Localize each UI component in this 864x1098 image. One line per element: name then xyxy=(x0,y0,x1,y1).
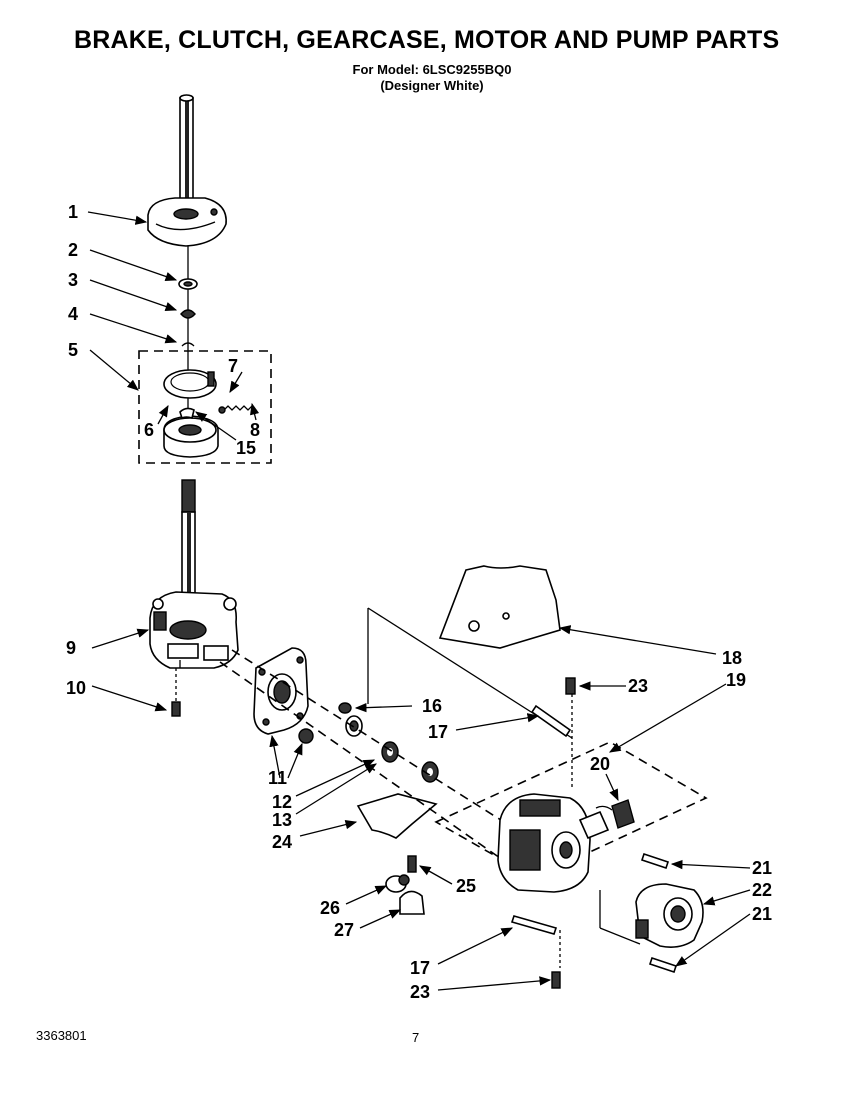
part-27-clamp xyxy=(399,890,425,915)
part-21-clip-upper xyxy=(640,852,670,870)
callout-9: 9 xyxy=(66,638,76,658)
part-1-brake-cam xyxy=(147,197,227,247)
part-23-bolt-upper xyxy=(565,677,576,695)
page-title: BRAKE, CLUTCH, GEARCASE, MOTOR AND PUMP … xyxy=(74,26,780,54)
part-5-brake-assembly-box xyxy=(138,350,272,464)
callout-11: 11 xyxy=(268,768,287,788)
part-20-capacitor xyxy=(595,799,635,829)
part-22-pump-motor xyxy=(635,883,704,948)
callout-22: 22 xyxy=(752,880,772,900)
callout-26: 26 xyxy=(320,898,340,918)
callout-8: 8 xyxy=(250,420,260,440)
part-21-clip-lower xyxy=(648,956,678,974)
part-17-strap-lower xyxy=(510,915,558,935)
callout-21-upper: 21 xyxy=(752,858,772,878)
callout-17-upper: 17 xyxy=(428,722,448,742)
doc-number: 3363801 xyxy=(36,1028,87,1043)
callout-labels: 1 2 3 4 5 6 7 8 15 9 10 11 12 13 24 16 1… xyxy=(66,202,772,1002)
part-11-seal xyxy=(298,728,314,744)
callout-1: 1 xyxy=(68,202,78,222)
model-line: For Model: 6LSC9255BQ0 xyxy=(352,62,512,77)
part-26-grommet xyxy=(385,874,410,893)
upper-shaft xyxy=(179,94,194,214)
part-18-motor-shield xyxy=(438,565,561,649)
callout-20: 20 xyxy=(590,754,610,774)
callout-4: 4 xyxy=(68,304,78,324)
part-6-pad xyxy=(179,407,195,420)
callout-19: 19 xyxy=(726,670,746,690)
callout-12: 12 xyxy=(272,792,292,812)
part-12-impeller xyxy=(345,715,363,737)
part-16-clip xyxy=(338,702,352,714)
part-9-gearcase xyxy=(149,591,239,669)
callout-25: 25 xyxy=(456,876,476,896)
part-5-brake-band xyxy=(163,369,217,399)
callout-27: 27 xyxy=(334,920,354,940)
part-10-screw xyxy=(171,668,181,717)
callout-3: 3 xyxy=(68,270,78,290)
part-23-bolt-lower xyxy=(551,971,561,989)
part-2-washer xyxy=(178,278,198,290)
callout-16: 16 xyxy=(422,696,442,716)
callout-23-upper: 23 xyxy=(628,676,648,696)
part-13-coupler xyxy=(381,741,399,763)
part-24-pad xyxy=(356,793,438,839)
part-15-brake-rotor xyxy=(163,415,219,458)
callout-2: 2 xyxy=(68,240,78,260)
callout-24: 24 xyxy=(272,832,292,852)
callout-23-lower: 23 xyxy=(410,982,430,1002)
callout-17-lower: 17 xyxy=(410,958,430,978)
callout-5: 5 xyxy=(68,340,78,360)
page-number: 7 xyxy=(412,1030,420,1045)
motor xyxy=(497,793,610,893)
callout-21-lower: 21 xyxy=(752,904,772,924)
part-11-pump-housing xyxy=(253,647,309,735)
part-25-screw xyxy=(407,855,417,873)
leader-arrows xyxy=(87,211,751,991)
callout-18: 18 xyxy=(722,648,742,668)
callout-15: 15 xyxy=(236,438,256,458)
color-line: (Designer White) xyxy=(380,78,484,93)
callout-10: 10 xyxy=(66,678,86,698)
callout-7: 7 xyxy=(228,356,238,376)
part-7-8-spring xyxy=(218,405,257,414)
part-17-strap-upper xyxy=(530,704,572,738)
part-3-ring xyxy=(180,309,196,319)
callout-6: 6 xyxy=(144,420,154,440)
callout-13: 13 xyxy=(272,810,292,830)
part-4-clip xyxy=(181,342,195,347)
